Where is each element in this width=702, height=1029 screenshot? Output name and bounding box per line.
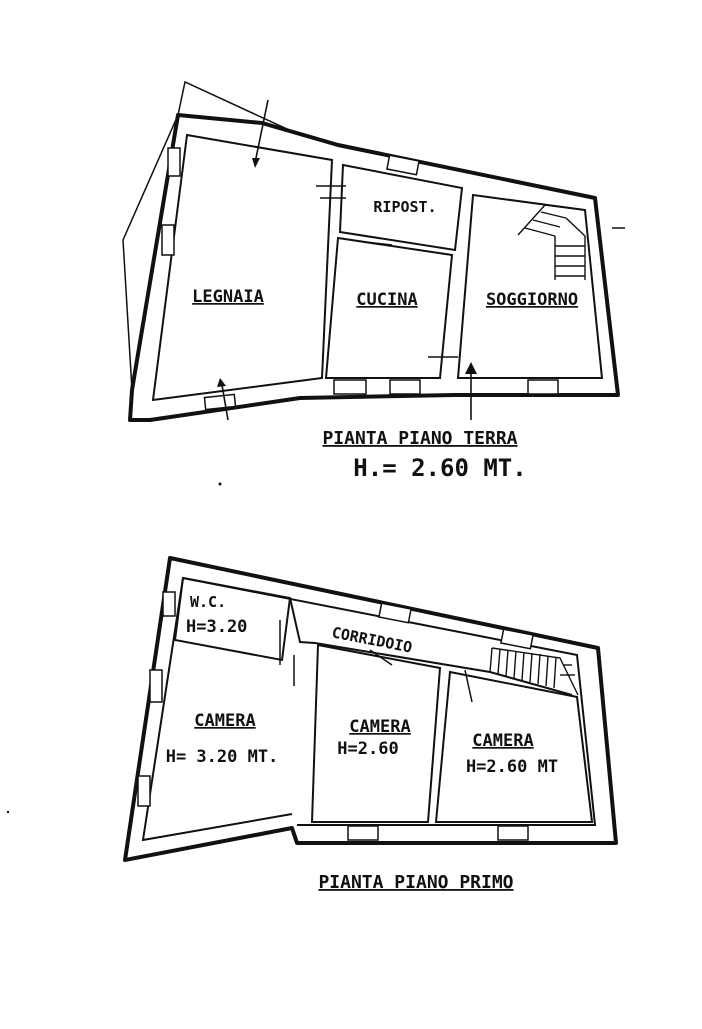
ground-floor-outer-wall <box>128 113 620 422</box>
first-floor-outer-wall <box>123 556 618 862</box>
room-label-cucina: CUCINA <box>356 290 417 310</box>
first-floor-staircase <box>489 647 579 696</box>
ground-floor-external-line <box>177 80 301 136</box>
room-label-legnaia: LEGNAIA <box>192 287 264 307</box>
stray-mark <box>218 482 222 486</box>
room-label-camera-right: CAMERA <box>472 731 533 751</box>
wc-walls <box>173 576 292 662</box>
ground-floor-plan: LEGNAIA RIPOST. CUCINA SOGGIORNO PIANTA … <box>122 80 625 482</box>
cucina-walls <box>324 236 454 379</box>
room-label-wc: W.C. <box>190 593 226 611</box>
room-height-camera-right: H=2.60 MT <box>466 757 558 777</box>
first-floor-title: PIANTA PIANO PRIMO <box>318 872 513 893</box>
ground-floor-windows <box>161 147 559 411</box>
first-floor-door-marks <box>279 620 473 703</box>
room-height-camera-left: H= 3.20 MT. <box>166 747 279 767</box>
first-floor-plan: W.C. H=3.20 CORRIDOIO CAMERA H= 3.20 MT.… <box>123 556 618 893</box>
stray-mark-2 <box>6 810 10 814</box>
ground-floor-height: H.= 2.60 MT. <box>353 454 526 482</box>
ripostiglio-walls <box>338 163 464 252</box>
ground-floor-external-line-2 <box>122 114 179 391</box>
room-height-wc: H=3.20 <box>186 617 247 637</box>
corridor-wall <box>289 597 573 696</box>
camera-mid-walls <box>310 643 442 823</box>
first-floor-inner-wall-left <box>141 577 293 842</box>
ground-floor-door-marks <box>316 185 625 358</box>
ground-floor-inner-wall <box>151 133 334 402</box>
ground-floor-staircase <box>517 204 586 280</box>
room-height-camera-mid: H=2.60 <box>337 739 398 759</box>
room-label-camera-left: CAMERA <box>194 711 255 731</box>
ground-floor-entrance-arrows <box>217 99 477 421</box>
ground-floor-title: PIANTA PIANO TERRA <box>322 428 517 449</box>
camera-right-walls <box>434 670 594 823</box>
first-floor-windows <box>137 591 534 841</box>
room-label-soggiorno: SOGGIORNO <box>486 290 578 310</box>
room-label-ripostiglio: RIPOST. <box>373 198 436 216</box>
room-label-camera-mid: CAMERA <box>349 717 410 737</box>
